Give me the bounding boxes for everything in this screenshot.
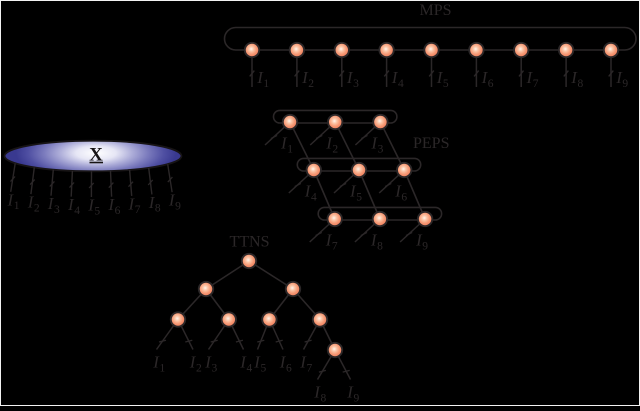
svg-text:1: 1 — [160, 362, 166, 374]
svg-text:2: 2 — [332, 143, 338, 155]
svg-text:7: 7 — [332, 240, 338, 252]
svg-text:PEPS: PEPS — [413, 135, 449, 152]
svg-text:2: 2 — [196, 362, 202, 374]
svg-text:5: 5 — [94, 205, 100, 217]
svg-text:1: 1 — [263, 78, 269, 90]
svg-text:7: 7 — [135, 204, 141, 216]
svg-text:8: 8 — [377, 240, 383, 252]
svg-text:6: 6 — [488, 78, 494, 90]
svg-text:MPS: MPS — [419, 2, 451, 19]
svg-text:2: 2 — [308, 78, 314, 90]
svg-text:4: 4 — [311, 191, 317, 203]
svg-text:5: 5 — [443, 78, 449, 90]
svg-text:3: 3 — [378, 143, 384, 155]
svg-text:4: 4 — [398, 78, 404, 90]
svg-text:1: 1 — [14, 200, 20, 212]
svg-text:4: 4 — [247, 362, 253, 374]
svg-text:6: 6 — [115, 205, 121, 217]
svg-text:5: 5 — [356, 191, 362, 203]
svg-text:8: 8 — [155, 203, 161, 215]
svg-text:2: 2 — [34, 202, 40, 214]
svg-text:8: 8 — [578, 78, 584, 90]
svg-text:5: 5 — [261, 362, 267, 374]
svg-text:1: 1 — [287, 143, 293, 155]
svg-text:TTNS: TTNS — [230, 234, 270, 251]
svg-text:7: 7 — [307, 362, 313, 374]
svg-text:4: 4 — [74, 205, 80, 217]
svg-text:9: 9 — [175, 201, 181, 213]
svg-text:9: 9 — [422, 240, 428, 252]
svg-text:8: 8 — [321, 392, 327, 404]
svg-text:7: 7 — [533, 78, 539, 90]
svg-text:3: 3 — [353, 78, 359, 90]
svg-text:3: 3 — [212, 362, 218, 374]
svg-text:9: 9 — [622, 78, 628, 90]
svg-text:6: 6 — [401, 191, 407, 203]
svg-text:6: 6 — [286, 362, 292, 374]
svg-text:9: 9 — [354, 392, 360, 404]
svg-text:3: 3 — [54, 204, 60, 216]
